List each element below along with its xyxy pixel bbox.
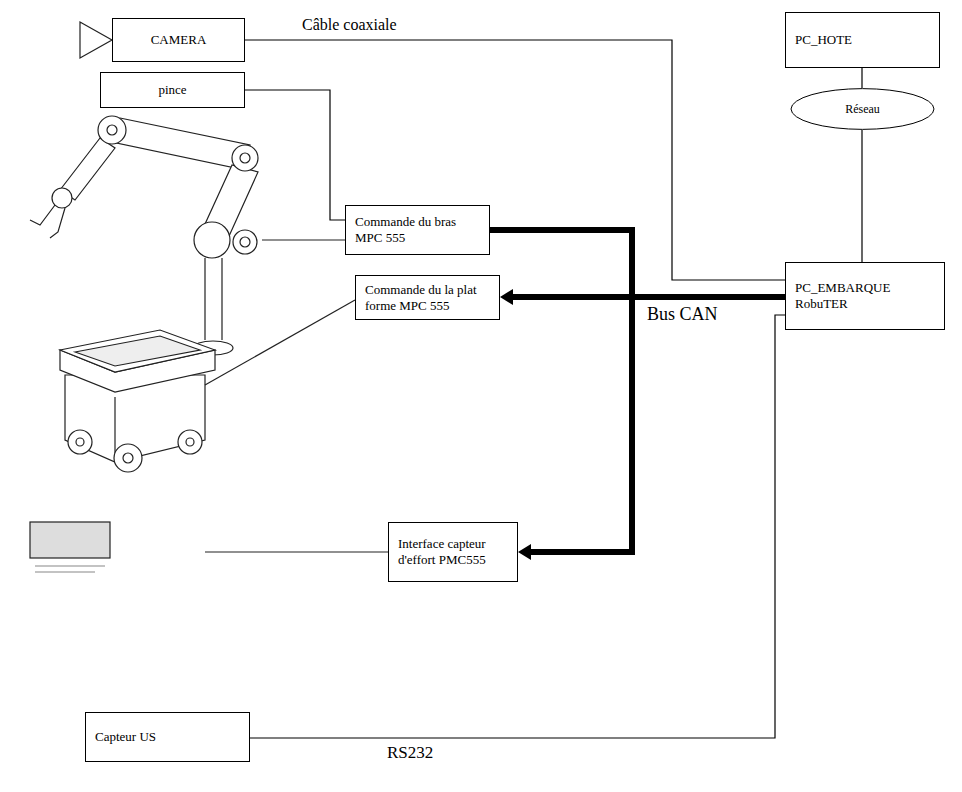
- node-text: PC_EMBARQUE RobuTER: [795, 280, 935, 311]
- node-text: CAMERA: [151, 32, 207, 48]
- camera-icon: [80, 22, 112, 58]
- wire: [245, 90, 345, 220]
- mobile-platform: [60, 330, 215, 472]
- edge-label: Bus CAN: [645, 305, 720, 325]
- node-text: Réseau: [845, 102, 880, 116]
- embedded-pc-box: PC_EMBARQUE RobuTER: [785, 262, 945, 330]
- gripper-box: pince: [100, 72, 245, 108]
- controller-box: Commande du la plat forme MPC 555: [355, 275, 500, 320]
- host-pc-box: PC_HOTE: [785, 12, 940, 68]
- controller-box: Commande du bras MPC 555: [345, 205, 490, 255]
- interface-box: Interface capteur d'effort PMC555: [388, 522, 518, 582]
- ellipse-outline: [791, 89, 934, 130]
- sensor-wire: [205, 551, 388, 552]
- node-text: Capteur US: [95, 729, 156, 745]
- network-ellipse: Réseau: [790, 88, 935, 130]
- node-text: Interface capteur d'effort PMC555: [398, 536, 508, 567]
- sensor-box: Capteur US: [85, 712, 250, 762]
- force-sensor: [30, 522, 110, 572]
- node-text: PC_HOTE: [795, 32, 852, 48]
- serial-link: [250, 315, 785, 738]
- network-link: [861, 68, 862, 88]
- edge-label: RS232: [385, 744, 435, 763]
- arm-wire: [262, 239, 345, 240]
- network-link: [861, 130, 862, 262]
- node-text: Commande du bras MPC 555: [355, 214, 480, 245]
- edge-label: Câble coaxiale: [300, 16, 399, 34]
- can-bus: [490, 230, 785, 297]
- node-text: Commande du la plat forme MPC 555: [365, 282, 490, 313]
- coax-cable: [245, 40, 785, 280]
- camera-box: CAMERA: [112, 18, 245, 62]
- can-bus: [531, 297, 785, 552]
- robot-arm: [30, 116, 258, 355]
- platform-wire: [205, 300, 355, 385]
- node-text: pince: [158, 82, 186, 98]
